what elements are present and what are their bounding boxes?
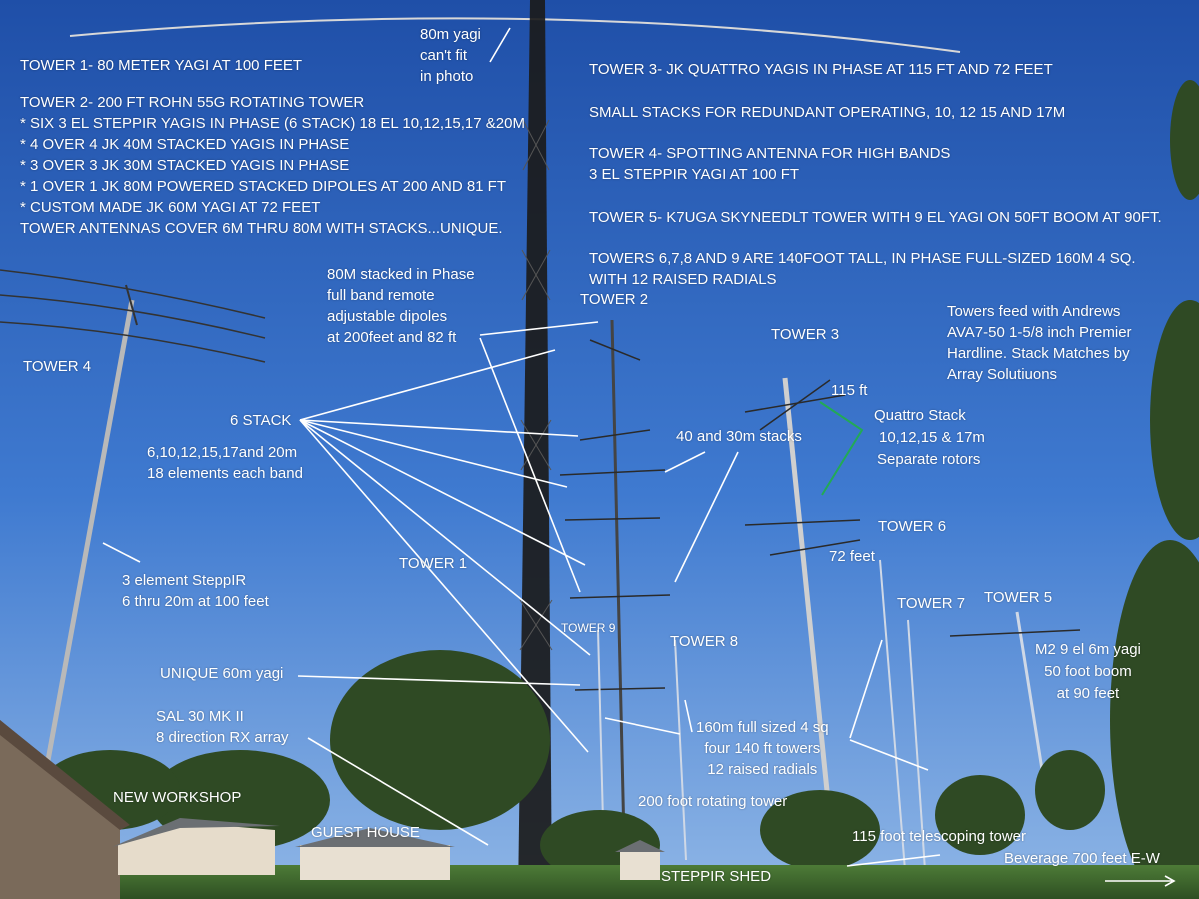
tower3-description: TOWER 3- JK QUATTRO YAGIS IN PHASE AT 11… — [589, 61, 1053, 78]
dipoles-line-2: full band remote — [327, 287, 435, 304]
quattro-stack-label: Quattro Stack 10,12,15 & 17m Separate ro… — [874, 405, 985, 470]
tower4-description: TOWER 4- SPOTTING ANTENNA FOR HIGH BANDS… — [589, 143, 950, 185]
tower2-line-4: * 3 OVER 3 JK 30M STACKED YAGIS IN PHASE — [20, 157, 350, 174]
tower2-line-7: TOWER ANTENNAS COVER 6M THRU 80M WITH ST… — [20, 220, 503, 237]
sal30-line-2: 8 direction RX array — [156, 729, 289, 746]
tower2-line-1: TOWER 2- 200 FT ROHN 55G ROTATING TOWER — [20, 94, 365, 111]
feed-line-2: AVA7-50 1-5/8 inch Premier — [947, 324, 1132, 341]
steppir-3el-label: 3 element SteppIR 6 thru 20m at 100 feet — [122, 570, 269, 612]
dipoles-80m-label: 80M stacked in Phase full band remote ad… — [327, 264, 475, 348]
six-stack-line-1: 6,10,12,15,17and 20m — [147, 444, 298, 461]
yagi-note-line-3: in photo — [420, 68, 474, 85]
steppir-line-2: 6 thru 20m at 100 feet — [122, 593, 269, 610]
tower-2-lattice — [518, 0, 553, 899]
tower-1-label: TOWER 1 — [399, 555, 468, 572]
tower2-line-3: * 4 OVER 4 JK 40M STACKED YAGIS IN PHASE — [20, 136, 350, 153]
four-square-line-1: 160m full sized 4 sq — [696, 719, 829, 736]
quattro-bracket — [819, 401, 864, 496]
steppir-shed-label: STEPPIR SHED — [661, 868, 772, 885]
tower1-description: TOWER 1- 80 METER YAGI AT 100 FEET — [20, 57, 303, 74]
tower2-line-2: * SIX 3 EL STEPPIR YAGIS IN PHASE (6 STA… — [20, 115, 525, 132]
dipoles-line-4: at 200feet and 82 ft — [327, 329, 457, 346]
six-stack-line-2: 18 elements each band — [147, 465, 303, 482]
house-left — [0, 720, 130, 899]
tower-2-steppir-stack — [559, 319, 671, 841]
annotation-lines — [102, 27, 1176, 887]
towers-6789-description: TOWERS 6,7,8 AND 9 ARE 140FOOT TALL, IN … — [589, 248, 1136, 290]
four-square-label: 160m full sized 4 sq four 140 ft towers … — [696, 717, 829, 780]
tower-3-label: TOWER 3 — [771, 326, 840, 343]
m2-line-2: 50 foot boom — [1044, 663, 1132, 680]
height-72ft-label: 72 feet — [829, 548, 875, 565]
guest-house-label: GUEST HOUSE — [311, 824, 420, 841]
steppir-shed-building — [615, 840, 665, 880]
tower-7-label: TOWER 7 — [897, 595, 966, 612]
yagi-element-80m — [69, 17, 961, 53]
yagi-note-line-1: 80m yagi — [420, 26, 481, 43]
unique-60m-label: UNIQUE 60m yagi — [160, 665, 284, 682]
new-workshop-building — [112, 818, 280, 875]
dipoles-line-3: adjustable dipoles — [327, 308, 448, 325]
four-square-line-2: four 140 ft towers — [704, 740, 821, 757]
sal30-label: SAL 30 MK II 8 direction RX array — [156, 706, 289, 748]
towers-6789-line-2: WITH 12 RAISED RADIALS — [589, 271, 777, 288]
tower4-line-2: 3 EL STEPPIR YAGI AT 100 FT — [589, 166, 800, 183]
four-square-line-3: 12 raised radials — [707, 761, 818, 778]
yagi-80m-note: 80m yagi can't fit in photo — [420, 24, 481, 87]
tower2-description: TOWER 2- 200 FT ROHN 55G ROTATING TOWER … — [20, 92, 525, 239]
tower-6-label: TOWER 6 — [878, 518, 947, 535]
tower2-line-6: * CUSTOM MADE JK 60M YAGI AT 72 FEET — [20, 199, 321, 216]
tower-8-label: TOWER 8 — [670, 633, 739, 650]
feedline-description: Towers feed with Andrews AVA7-50 1-5/8 i… — [947, 301, 1132, 385]
telescoping-tower-label: 115 foot telescoping tower — [852, 828, 1027, 845]
height-115ft-label: 115 ft — [831, 382, 868, 399]
dipoles-line-1: 80M stacked in Phase — [327, 266, 475, 283]
m2-line-3: at 90 feet — [1056, 685, 1120, 702]
six-stack-label: 6 STACK — [230, 412, 292, 429]
feed-line-3: Hardline. Stack Matches by — [947, 345, 1130, 362]
sal30-line-1: SAL 30 MK II — [156, 708, 244, 725]
yagi-note-line-2: can't fit — [420, 47, 468, 64]
towers-6789-line-1: TOWERS 6,7,8 AND 9 ARE 140FOOT TALL, IN … — [589, 250, 1136, 267]
tower-4-label: TOWER 4 — [23, 358, 92, 375]
m2-line-1: M2 9 el 6m yagi — [1035, 641, 1141, 658]
quattro-line-1: Quattro Stack — [874, 407, 966, 424]
tower2-line-5: * 1 OVER 1 JK 80M POWERED STACKED DIPOLE… — [20, 178, 506, 195]
m2-yagi-label: M2 9 el 6m yagi 50 foot boom at 90 feet — [1035, 639, 1141, 704]
beverage-label: Beverage 700 feet E-W — [1004, 850, 1160, 867]
new-workshop-label: NEW WORKSHOP — [113, 789, 242, 806]
guest-house-building — [295, 828, 455, 880]
rotating-tower-label: 200 foot rotating tower — [638, 793, 788, 810]
tower4-line-1: TOWER 4- SPOTTING ANTENNA FOR HIGH BANDS — [589, 145, 951, 162]
tower5-description: TOWER 5- K7UGA SKYNEEDLT TOWER WITH 9 EL… — [589, 209, 1162, 226]
feed-line-1: Towers feed with Andrews — [947, 303, 1121, 320]
tower-9-label: TOWER 9 — [561, 621, 616, 635]
steppir-line-1: 3 element SteppIR — [122, 572, 247, 589]
small-stacks-description: SMALL STACKS FOR REDUNDANT OPERATING, 10… — [589, 104, 1066, 121]
quattro-line-2: 10,12,15 & 17m — [879, 429, 985, 446]
stacks-40-30m-label: 40 and 30m stacks — [676, 428, 802, 445]
six-stack-bands: 6,10,12,15,17and 20m 18 elements each ba… — [147, 442, 303, 484]
tower-2-label: TOWER 2 — [580, 291, 649, 308]
quattro-line-3: Separate rotors — [877, 451, 981, 468]
feed-line-4: Array Solutiuons — [947, 366, 1058, 383]
tower-5-label: TOWER 5 — [984, 589, 1053, 606]
